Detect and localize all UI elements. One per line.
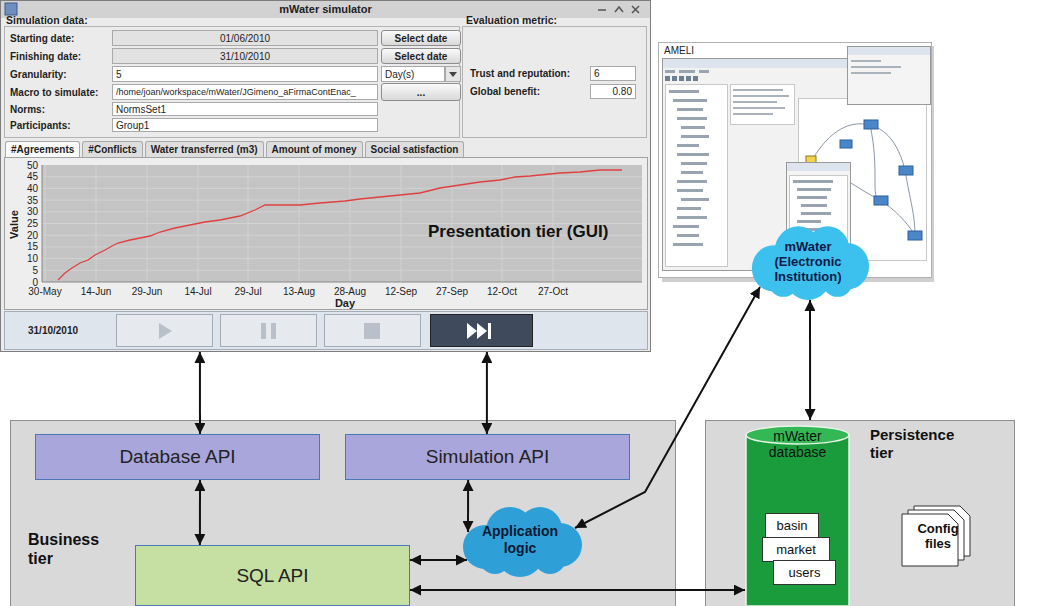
connector [575,287,760,528]
field-label: Global benefit: [470,85,540,98]
value-field: 0.80 [590,84,636,99]
connector [809,300,811,420]
api-box: Database API [35,434,320,480]
field-label: Finishing date: [10,50,81,63]
tier-label: Business tier [28,530,118,568]
tab: #Conflicts [82,141,142,157]
group-heading: Evaluation metric: [466,14,557,27]
axis-tick: 35 [18,194,38,207]
axis-tick: 27-Sep [436,285,468,298]
text-field: /home/joan/workspace/mWater/JGimeno_aFir… [112,84,378,100]
connector [410,589,745,591]
window-title: AMELI [664,45,694,57]
button: Select date [381,30,461,46]
axis-tick: 29-Jul [234,285,261,298]
node-label: Config files [910,521,966,551]
field-label: Macro to simulate: [10,86,98,99]
node-label: Application logic [475,523,565,557]
date-display: 31/10/2010 [28,324,78,337]
axis-tick: 5 [18,264,38,277]
tier-label: Persistence tier [870,426,980,462]
node-label: basin [776,518,807,533]
tier-panel: Persistence tier mWater database basin mark… [705,420,1015,606]
table-box: market [762,537,830,562]
connector [467,480,469,532]
axis-tick: 13-Aug [283,285,315,298]
field-label: Norms: [10,103,45,116]
axis-tick: 30-May [28,285,61,298]
text-field: 5 [112,66,378,82]
connector [199,352,201,434]
api-box: Simulation API [345,434,630,480]
axis-tick: 50 [18,159,38,172]
axis-tick: 29-Jun [132,285,163,298]
database-cylinder: mWater database basin market users [745,425,850,606]
button: Select date [381,48,461,64]
axis-tick: 20 [18,229,38,242]
tab: Water transferred (m3) [145,141,264,157]
node-label: mWater (Electronic Institution) [759,239,857,284]
file-icon: Config files [900,505,976,567]
table-box: users [773,560,836,585]
date-field: 01/06/2010 [112,30,378,46]
axis-tick: 27-Oct [538,285,568,298]
tier-panel: Business tier Database API Simulation API A… [10,420,676,606]
connector [410,559,467,561]
node-label: Simulation API [426,446,550,468]
institution-cloud: mWater (Electronic Institution) [744,222,872,300]
axis-title: Day [335,297,355,310]
axis-tick: 40 [18,182,38,195]
axis-tick: 45 [18,170,38,183]
connector [486,352,488,434]
tab: Amount of money [266,141,363,157]
axis-tick: 30 [18,205,38,218]
text-field: Group1 [112,118,378,132]
text-field: NormsSet1 [112,102,378,116]
field-label: Participants: [10,119,71,132]
axis-title: Value [8,210,21,239]
node-label: SQL API [236,565,308,587]
axis-tick: 14-Jun [81,285,112,298]
button: ... [381,83,461,101]
api-box: SQL API [135,545,410,606]
node-label: Database API [119,446,235,468]
node-label: market [776,542,816,557]
axis-tick: 14-Jul [184,285,211,298]
field-label: Starting date: [10,32,74,45]
axis-tick: 12-Oct [487,285,517,298]
tab: #Agreements [5,141,80,157]
combo-box: Day(s) [381,66,445,82]
axis-tick: 25 [18,217,38,230]
node-label: users [789,565,821,580]
field-label: Trust and reputation: [470,67,570,80]
table-box: basin [765,513,819,538]
axis-tick: 12-Sep [385,285,417,298]
tier-label: Presentation tier (GUI) [428,222,618,242]
connector [199,480,201,545]
field-label: Granularity: [10,68,67,81]
date-field: 31/10/2010 [112,48,378,64]
logic-cloud: Application logic [455,503,585,577]
tab: Social satisfaction [365,141,465,157]
axis-tick: 15 [18,240,38,253]
axis-tick: 10 [18,252,38,265]
axis-tick: 28-Aug [334,285,366,298]
value-field: 6 [590,66,636,81]
group-heading: Simulation data: [6,14,88,27]
database-label: mWater database [757,428,838,460]
